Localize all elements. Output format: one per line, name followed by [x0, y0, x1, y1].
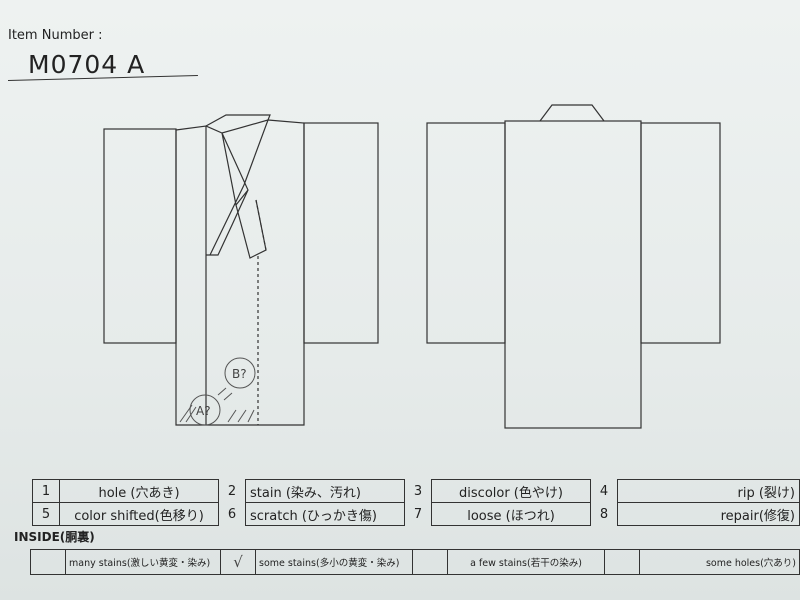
back-left-sleeve	[426, 122, 506, 344]
check-mark-icon: √	[233, 553, 243, 571]
defect-number: 4	[599, 483, 609, 499]
mark-b-circle	[224, 357, 256, 389]
defect-number: 2	[227, 483, 237, 499]
inside-checkbox[interactable]	[412, 549, 448, 575]
back-right-sleeve	[640, 122, 721, 344]
kimono-diagram: B? A?	[103, 104, 721, 429]
inside-checkbox[interactable]: √	[220, 549, 256, 575]
legend-row: 5 color shifted(色移り) 6 scratch (ひっかき傷) 7…	[32, 502, 800, 526]
defect-label: rip (裂け)	[617, 479, 800, 503]
back-body	[504, 120, 642, 429]
inside-option-label: many stains(激しい黄変・染み)	[65, 549, 221, 575]
defect-label: color shifted(色移り)	[59, 502, 219, 526]
inside-option-label: some holes(穴あり)	[639, 549, 800, 575]
defect-label: repair(修復)	[617, 502, 800, 526]
defect-label: loose (ほつれ)	[431, 502, 591, 526]
inside-checkbox[interactable]	[604, 549, 640, 575]
inside-option-label: a few stains(若干の染み)	[447, 549, 605, 575]
defect-number: 6	[227, 506, 237, 522]
defect-number: 3	[413, 483, 423, 499]
defect-number: 1	[32, 479, 60, 503]
inside-condition-table: many stains(激しい黄変・染み) √ some stains(多小の黄…	[30, 549, 800, 575]
mark-a-circle	[189, 394, 221, 426]
front-collar-band	[235, 199, 267, 259]
defect-label: hole (穴あき)	[59, 479, 219, 503]
front-right-sleeve	[303, 122, 379, 344]
defect-legend-table: 1 hole (穴あき) 2 stain (染み、汚れ) 3 discolor …	[32, 479, 800, 526]
mark-a-label: A?	[196, 404, 211, 418]
front-collar-dashed	[255, 199, 267, 251]
item-number-value: M0704 A	[28, 50, 146, 79]
mark-b-label: B?	[232, 367, 247, 381]
front-collar	[204, 114, 271, 256]
inside-row: many stains(激しい黄変・染み) √ some stains(多小の黄…	[30, 549, 800, 575]
inside-option-label: some stains(多小の黄変・染み)	[255, 549, 413, 575]
item-number-label: Item Number :	[8, 28, 103, 43]
defect-number: 8	[599, 506, 609, 522]
back-collar	[539, 104, 605, 122]
inside-checkbox[interactable]	[30, 549, 66, 575]
defect-number: 7	[413, 506, 423, 522]
pencil-marks	[179, 357, 256, 426]
hatching-marks	[179, 387, 255, 423]
defect-label: stain (染み、汚れ)	[245, 479, 405, 503]
defect-label: scratch (ひっかき傷)	[245, 502, 405, 526]
defect-label: discolor (色やけ)	[431, 479, 591, 503]
inside-title: INSIDE(胴裏)	[14, 530, 95, 544]
kimono-back	[426, 104, 721, 429]
legend-row: 1 hole (穴あき) 2 stain (染み、汚れ) 3 discolor …	[32, 479, 800, 503]
defect-number: 5	[32, 502, 60, 526]
front-left-sleeve	[103, 128, 177, 344]
kimono-front	[103, 114, 379, 426]
